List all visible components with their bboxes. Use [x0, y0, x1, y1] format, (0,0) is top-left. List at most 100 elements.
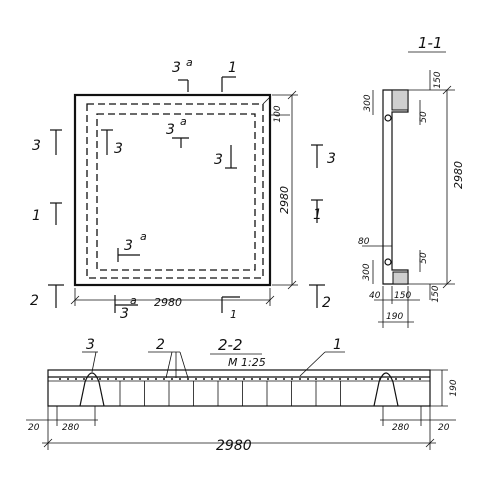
section-1-bottom-label: 1 — [230, 308, 237, 321]
rebar-dot — [219, 378, 221, 380]
section-1-1-title: 1-1 — [418, 34, 443, 52]
top-section-3a-label: 3 — [172, 60, 181, 76]
rebar-dot — [227, 378, 229, 380]
rebar-dot — [315, 378, 317, 380]
rebar-dot — [75, 378, 77, 380]
rebar-dot — [323, 378, 325, 380]
rebar-dot — [235, 378, 237, 380]
inner-3-right-label: 3 — [214, 152, 223, 168]
rebar-dot — [91, 378, 93, 380]
callout-1-leader — [299, 351, 326, 377]
section-2-2-left-20: 20 — [28, 423, 40, 433]
tick — [442, 85, 452, 95]
rebar-dot — [171, 378, 173, 380]
right-3-label: 3 — [327, 151, 336, 167]
section-1-1-bottom-bar — [384, 258, 392, 266]
rebar-dot — [259, 378, 261, 380]
tick — [442, 279, 452, 289]
tick — [265, 295, 275, 305]
callout-2-label: 2 — [156, 337, 165, 353]
plan-rib-dashed-inner — [96, 113, 256, 271]
tick — [43, 438, 53, 448]
rebar-dot — [139, 378, 141, 380]
rebar-dot — [307, 378, 309, 380]
section-2-2-height-190: 190 — [449, 379, 459, 396]
section-1-1-height-label: 2980 — [452, 161, 465, 189]
section-1-1-bottom-left-dim: 300 — [362, 263, 372, 280]
rebar-dot — [355, 378, 357, 380]
rebar-dot — [411, 378, 413, 380]
left-1-label: 1 — [32, 208, 41, 224]
plan-view: 2980 100 2980 3 a 1 3 a 1 3 1 — [30, 56, 336, 322]
callout-3-leader — [91, 351, 97, 373]
rebar-dot — [363, 378, 365, 380]
tick — [287, 280, 297, 290]
rebar-dot — [83, 378, 85, 380]
plan-height-label: 2980 — [278, 186, 291, 214]
rebar-dot — [387, 378, 389, 380]
rebar-dot — [371, 378, 373, 380]
rebar-dot — [243, 378, 245, 380]
inner-3a-top-sup: a — [180, 115, 187, 128]
section-1-1-bottom-150: 150 — [394, 291, 411, 301]
left-3-label: 3 — [32, 138, 41, 154]
inner-3a-low-label: 3 — [124, 238, 133, 254]
rebar-dot — [187, 378, 189, 380]
section-1-1-top-inner-dim: 50 — [419, 111, 429, 123]
section-2-2-right-280: 280 — [392, 423, 409, 433]
section-1-1-bottom-190: 190 — [386, 312, 403, 322]
plan-corner-chamfer — [262, 96, 271, 105]
right-2-label: 2 — [322, 295, 331, 311]
rebar-dot — [123, 378, 125, 380]
section-1-1-bottom-hatch — [392, 271, 409, 285]
plan-rib-dashed-outer — [86, 103, 264, 279]
section-2-2-view: 2-2 M 1:25 3 2 1 190 20 280 — [26, 336, 459, 454]
rebar-dot — [403, 378, 405, 380]
tick — [70, 295, 80, 305]
plan-width-label: 2980 — [154, 296, 182, 309]
rebar-dot — [155, 378, 157, 380]
top-section-3a-sup: a — [186, 56, 193, 69]
rebar-dot — [299, 378, 301, 380]
top-section-1-label: 1 — [228, 60, 237, 76]
inner-3a-top-label: 3 — [166, 122, 175, 138]
inner-3a-low-sup: a — [140, 230, 147, 243]
callout-2-leader-a — [165, 351, 173, 379]
section-1-1-profile — [382, 89, 409, 285]
tick — [425, 438, 435, 448]
rebar-dot — [283, 378, 285, 380]
callout-2-leader-c — [179, 351, 189, 379]
section-1-1-view: 1-1 2980 150 300 50 80 300 50 150 — [358, 34, 465, 328]
section-2-2-left-arch — [79, 372, 105, 407]
section-1-1-top-dim: 150 — [433, 71, 443, 88]
section-2-2-left-280: 280 — [62, 423, 79, 433]
rebar-dot — [67, 378, 69, 380]
section-2-2-length-label: 2980 — [216, 438, 252, 454]
rebar-dot — [267, 378, 269, 380]
section-1-1-rib-dim: 80 — [358, 237, 370, 247]
section-1-1-top-left-dim: 300 — [363, 94, 373, 111]
right-1-label: 1 — [313, 207, 322, 223]
section-3a-bottom-sup: a — [130, 294, 137, 307]
rebar-dot — [395, 378, 397, 380]
section-3a-bottom-label: 3 — [120, 306, 129, 322]
tick — [287, 90, 297, 100]
section-1-1-bottom-inner-dim: 50 — [419, 252, 429, 264]
section-1-1-bottom-right-dim: 150 — [431, 285, 441, 302]
rebar-dot — [211, 378, 213, 380]
section-2-2-right-arch — [373, 372, 399, 407]
callout-3-label: 3 — [86, 337, 95, 353]
corner-offset-label: 100 — [273, 105, 283, 122]
section-1-1-bottom-40: 40 — [369, 291, 381, 301]
section-2-2-ribs — [59, 378, 421, 406]
rebar-dot — [275, 378, 277, 380]
section-2-2-outline — [47, 369, 431, 407]
section-2-2-title: 2-2 — [218, 336, 243, 354]
section-2-2-right-20: 20 — [438, 423, 450, 433]
rebar-dot — [291, 378, 293, 380]
rebar-dot — [107, 378, 109, 380]
rebar-dot — [115, 378, 117, 380]
rebar-dot — [251, 378, 253, 380]
section-2-2-scale: M 1:25 — [228, 356, 266, 369]
